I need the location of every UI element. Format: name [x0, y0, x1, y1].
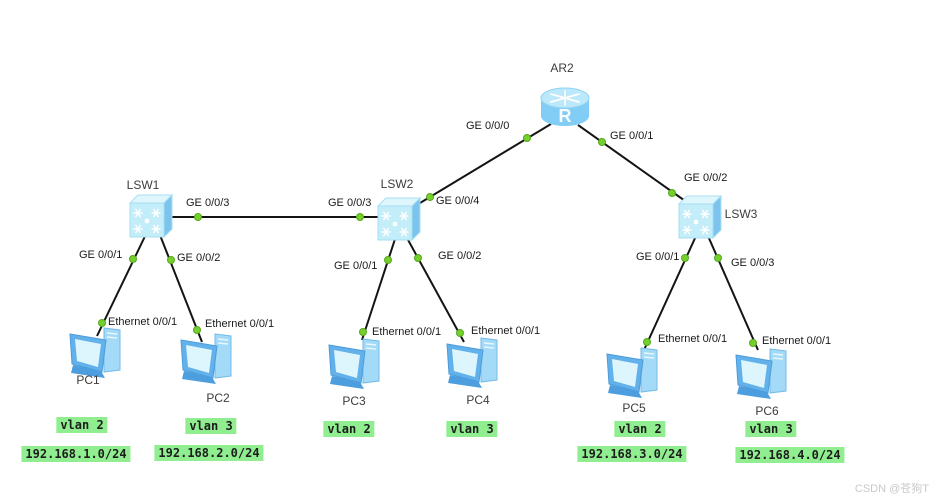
port-dot: [129, 255, 137, 263]
snowflake-decor-icon: [381, 227, 391, 237]
device-label-PC2: PC2: [206, 391, 230, 405]
port-dot: [359, 328, 367, 336]
port-dot: [426, 193, 434, 201]
vlan-annotation[interactable]: vlan 3: [745, 421, 797, 437]
snowflake-decor-icon: [682, 225, 692, 235]
switch-icon: [677, 194, 723, 240]
port-dot: [167, 256, 175, 264]
port-label: Ethernet 0/0/1: [372, 326, 442, 338]
port-label: GE 0/0/0: [466, 120, 510, 132]
vlan-annotation[interactable]: vlan 3: [185, 418, 237, 434]
port-dot: [681, 254, 689, 262]
device-label-PC5: PC5: [622, 401, 646, 415]
port-dot: [523, 134, 531, 142]
snowflake-decor-icon: [133, 208, 143, 218]
port-dot: [414, 254, 422, 262]
snowflake-decor-icon: [399, 211, 409, 221]
snowflake-decor-icon: [399, 227, 409, 237]
pc-icon: [180, 333, 232, 384]
router-icon: R: [540, 87, 590, 126]
device-LSW2[interactable]: [376, 196, 422, 242]
device-LSW1[interactable]: [128, 193, 174, 239]
port-label: GE 0/0/3: [328, 197, 372, 209]
device-PC6[interactable]: [735, 348, 787, 399]
device-label-PC4: PC4: [466, 393, 490, 407]
device-PC4[interactable]: [446, 337, 498, 388]
link-LSW2-PC3[interactable]: [361, 235, 397, 341]
device-PC1[interactable]: [69, 327, 121, 378]
device-label-PC1: PC1: [76, 373, 100, 387]
pc-icon: [735, 348, 787, 399]
router-arrows-icon: [550, 90, 580, 106]
device-AR2[interactable]: R: [540, 87, 590, 126]
device-PC3[interactable]: [328, 338, 380, 389]
pc-icon: [446, 337, 498, 388]
subnet-annotation[interactable]: 192.168.1.0/24: [21, 446, 131, 462]
port-label: Ethernet 0/0/1: [108, 316, 178, 328]
port-label: GE 0/0/4: [436, 195, 480, 207]
pc-icon: [606, 347, 658, 398]
port-label: GE 0/0/1: [79, 249, 123, 261]
device-label-LSW2: LSW2: [380, 177, 414, 191]
device-label-LSW1: LSW1: [126, 178, 160, 192]
snowflake-decor-icon: [133, 224, 143, 234]
vlan-annotation[interactable]: vlan 2: [56, 417, 108, 433]
port-dot: [193, 326, 201, 334]
port-dot: [98, 319, 106, 327]
port-label: GE 0/0/3: [186, 197, 230, 209]
port-label: GE 0/0/1: [610, 130, 654, 142]
snowflake-decor-icon: [151, 208, 161, 218]
port-dot: [749, 339, 757, 347]
port-dot: [356, 213, 364, 221]
snowflake-decor-icon: [682, 209, 692, 219]
snowflake-decor-icon: [151, 224, 161, 234]
switch-icon: [128, 193, 174, 239]
vlan-annotation[interactable]: vlan 2: [323, 421, 375, 437]
port-dot: [456, 329, 464, 337]
link-AR2-LSW2[interactable]: [419, 123, 552, 204]
device-label-PC3: PC3: [342, 394, 366, 408]
subnet-annotation[interactable]: 192.168.2.0/24: [154, 445, 264, 461]
port-dot: [384, 256, 392, 264]
device-label-LSW3: LSW3: [724, 207, 758, 221]
port-dot: [714, 254, 722, 262]
device-label-AR2: AR2: [550, 61, 574, 75]
port-label: Ethernet 0/0/1: [471, 325, 541, 337]
port-dot: [668, 189, 676, 197]
port-label: GE 0/0/2: [684, 172, 728, 184]
port-dot: [598, 138, 606, 146]
subnet-annotation[interactable]: 192.168.4.0/24: [735, 447, 845, 463]
link-LSW1-PC2[interactable]: [157, 229, 203, 343]
port-label: GE 0/0/3: [731, 257, 775, 269]
port-dot: [643, 338, 651, 346]
device-label-PC6: PC6: [755, 404, 779, 418]
port-label: Ethernet 0/0/1: [762, 335, 832, 347]
pc-icon: [69, 327, 121, 378]
device-LSW3[interactable]: [677, 194, 723, 240]
link-LSW1-PC1[interactable]: [96, 229, 149, 337]
snowflake-decor-icon: [381, 211, 391, 221]
port-label: GE 0/0/1: [334, 260, 378, 272]
port-label: Ethernet 0/0/1: [658, 333, 728, 345]
device-PC5[interactable]: [606, 347, 658, 398]
svg-text:R: R: [559, 106, 572, 126]
snowflake-decor-icon: [700, 225, 710, 235]
port-label: GE 0/0/2: [438, 250, 482, 262]
vlan-annotation[interactable]: vlan 3: [446, 421, 498, 437]
port-label: GE 0/0/2: [177, 252, 221, 264]
snowflake-decor-icon: [700, 209, 710, 219]
port-dot: [194, 213, 202, 221]
watermark: CSDN @苍狗T: [854, 483, 929, 495]
subnet-annotation[interactable]: 192.168.3.0/24: [577, 446, 687, 462]
port-label: GE 0/0/1: [636, 251, 680, 263]
switch-icon: [376, 196, 422, 242]
vlan-annotation[interactable]: vlan 2: [614, 421, 666, 437]
pc-icon: [328, 338, 380, 389]
device-PC2[interactable]: [180, 333, 232, 384]
port-label: Ethernet 0/0/1: [205, 318, 275, 330]
